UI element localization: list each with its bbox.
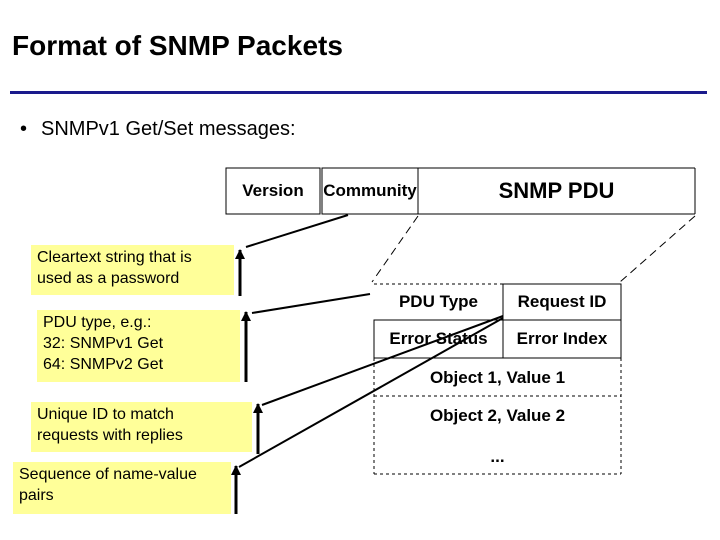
bullet-text: SNMPv1 Get/Set messages:	[41, 118, 296, 140]
connector-lines	[238, 214, 504, 468]
pdu-type-note: PDU type, e.g.: 32: SNMPv1 Get 64: SNMPv…	[37, 310, 240, 382]
note-line: used as a password	[37, 270, 180, 287]
note-line: Sequence of name-value	[19, 466, 197, 483]
community-note: Cleartext string that is used as a passw…	[31, 245, 234, 295]
sequence-note: Sequence of name-value pairs	[13, 462, 231, 514]
note-line: 32: SNMPv1 Get	[43, 335, 164, 352]
snmp-pdu-field: SNMP PDU	[498, 178, 615, 203]
community-field: Community	[323, 181, 417, 200]
version-field: Version	[242, 181, 304, 200]
request-id-note: Unique ID to match requests with replies	[31, 402, 252, 452]
error-index-field: Error Index	[516, 329, 608, 348]
request-id-field: Request ID	[517, 292, 607, 311]
packet-boxes	[225, 167, 696, 215]
bullet-symbol: •	[20, 118, 28, 140]
note-line: requests with replies	[37, 427, 183, 444]
note-bars	[231, 249, 263, 514]
error-status-field: Error Status	[389, 329, 488, 348]
title-rule	[10, 91, 707, 94]
note-line: PDU type, e.g.:	[43, 314, 152, 331]
pdu-table	[373, 283, 622, 475]
pdu-type-field: PDU Type	[398, 292, 479, 311]
slide-title: Format of SNMP Packets	[12, 30, 343, 61]
object1-field: Object 1, Value 1	[429, 368, 566, 387]
expansion-dashes	[371, 215, 696, 283]
note-line: pairs	[19, 487, 54, 504]
object2-field: Object 2, Value 2	[429, 406, 566, 425]
note-line: Cleartext string that is	[37, 249, 192, 266]
ellipsis-field: ...	[490, 447, 505, 466]
note-line: 64: SNMPv2 Get	[43, 356, 164, 373]
note-line: Unique ID to match	[37, 406, 174, 423]
bullet-line: • SNMPv1 Get/Set messages:	[20, 118, 296, 141]
